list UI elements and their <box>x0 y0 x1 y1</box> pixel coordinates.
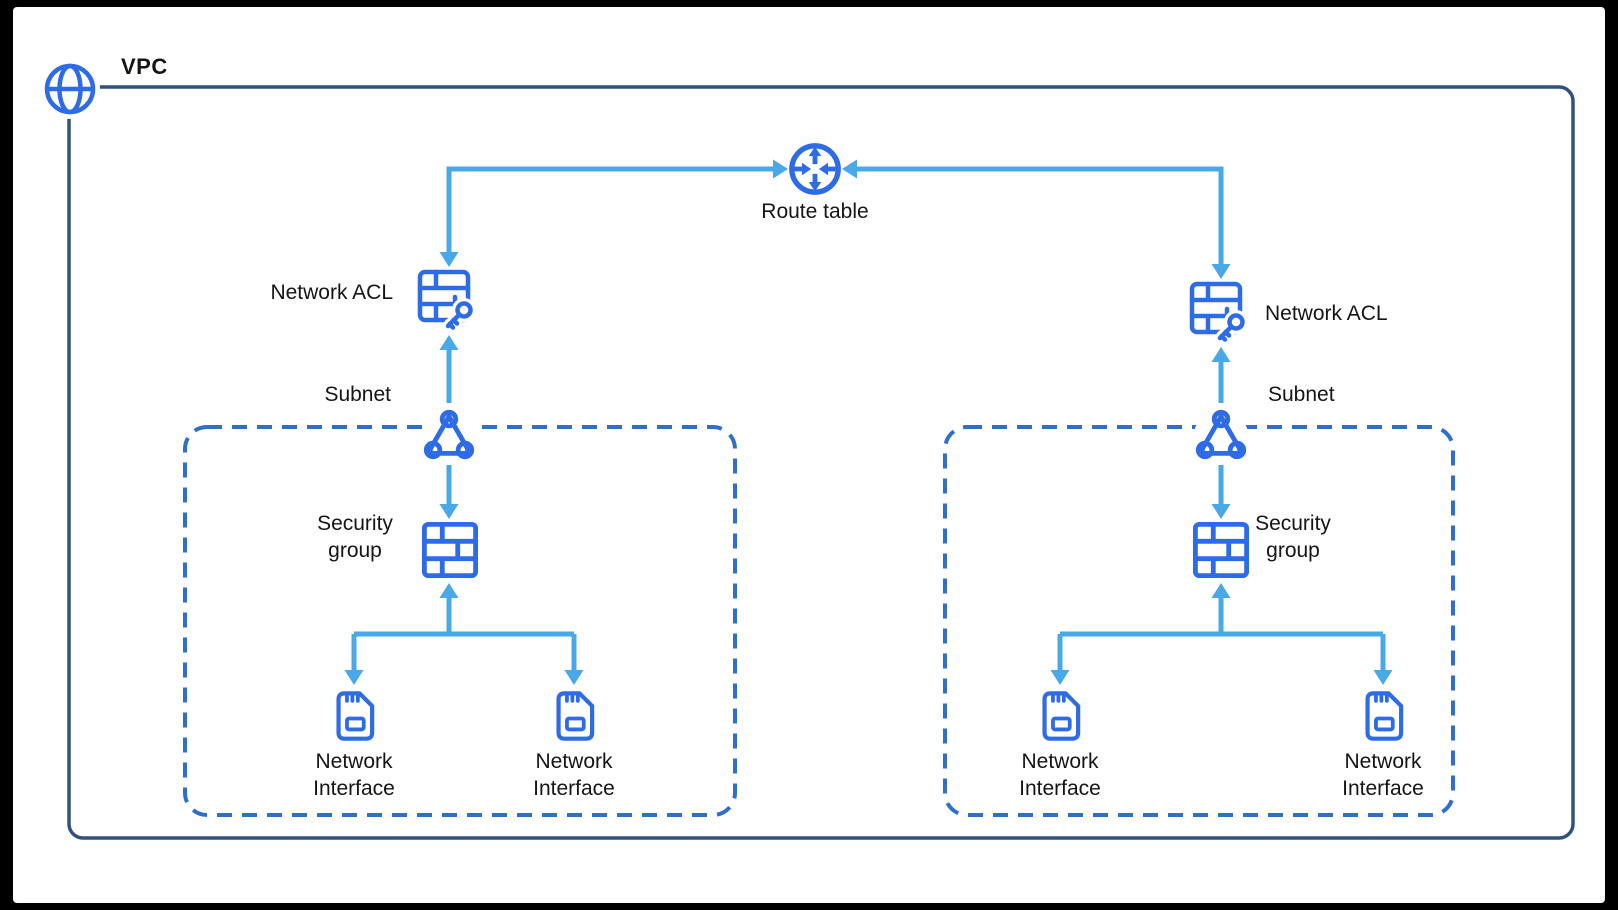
acl-right-label: Network ACL <box>1265 302 1388 325</box>
sg-right-label: Security group <box>1255 512 1331 562</box>
subnet-right-label: Subnet <box>1268 383 1335 406</box>
ni-label: Network Interface <box>1342 750 1424 800</box>
sg-left-label: Security group <box>317 512 393 562</box>
network-card-icon <box>551 689 598 743</box>
ni-label: Network Interface <box>533 750 615 800</box>
subnet-nodes-icon <box>1192 406 1250 464</box>
firewall-key-icon <box>1189 281 1253 345</box>
subnet-nodes-icon <box>420 406 478 464</box>
diagram-canvas: VPC Route table Network <box>13 7 1605 903</box>
network-card-icon <box>1360 689 1407 743</box>
wire-interfaces-to-sg-right <box>1050 583 1393 685</box>
wire-route-table-to-acl-right <box>842 159 1231 279</box>
firewall-key-icon <box>417 269 481 333</box>
ni-label: Network Interface <box>313 750 395 800</box>
globe-icon <box>40 59 100 119</box>
subnet-box-left <box>183 425 737 817</box>
ni-label: Network Interface <box>1019 750 1101 800</box>
wire-subnet-to-acl-left <box>439 335 459 403</box>
router-icon <box>786 140 844 198</box>
wire-interfaces-to-sg-left <box>344 583 584 685</box>
acl-left-label: Network ACL <box>270 281 393 304</box>
vpc-boundary-box <box>67 85 1575 840</box>
wire-subnet-to-sg-right <box>1211 465 1231 519</box>
vpc-label: VPC <box>121 54 168 79</box>
subnet-left-label: Subnet <box>324 383 391 406</box>
network-card-icon <box>331 689 378 743</box>
firewall-icon <box>421 521 479 579</box>
route-table-label: Route table <box>761 200 869 223</box>
wire-acl-left-to-route-table <box>439 159 788 267</box>
wire-subnet-to-sg-left <box>439 465 459 519</box>
firewall-icon <box>1192 521 1250 579</box>
wire-subnet-to-acl-right <box>1211 347 1231 403</box>
network-card-icon <box>1037 689 1084 743</box>
